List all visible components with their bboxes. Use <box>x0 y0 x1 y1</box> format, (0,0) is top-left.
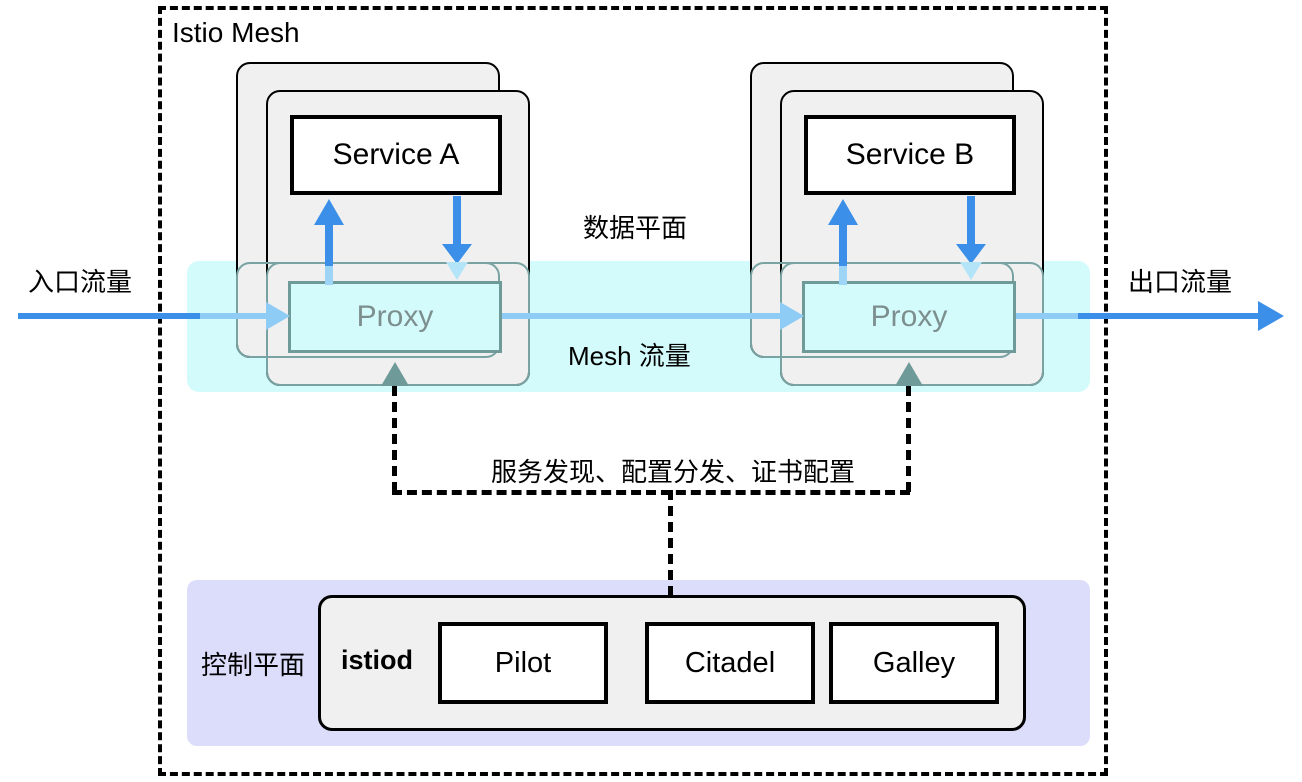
proxy-b-to-service-b-stem-faded <box>839 261 847 285</box>
controlplane-to-proxy-b-arrowhead <box>895 362 923 386</box>
service-a-to-proxy-a-stem <box>453 196 461 254</box>
service-a-to-proxy-a-arrowhead-faded <box>446 262 468 280</box>
proxy-a-to-service-a-stem-faded <box>325 261 333 285</box>
proxy-a-to-service-a-arrowhead <box>314 199 344 225</box>
proxy-b-to-service-b-arrowhead <box>828 199 858 225</box>
service-a-to-proxy-a-arrowhead <box>442 244 472 264</box>
proxy-a-to-proxy-b-arrowhead <box>780 302 804 330</box>
egress-arrowhead <box>1258 301 1284 331</box>
control-plane-label: 控制平面 <box>201 650 306 680</box>
control-plane-component-citadel[interactable]: Citadel <box>645 622 815 704</box>
service-b-box[interactable]: Service B <box>804 115 1016 195</box>
ingress-traffic-label: 入口流量 <box>28 267 133 297</box>
control-plane-component-pilot[interactable]: Pilot <box>438 622 608 704</box>
controlplane-to-proxy-a-arrowhead <box>381 362 409 386</box>
ingress-into-proxy-a-arrowhead <box>266 302 290 330</box>
controlplane-connector-stem <box>668 490 673 596</box>
controlplane-link-label: 服务发现、配置分发、证书配置 <box>487 452 860 489</box>
service-a-box[interactable]: Service A <box>290 115 502 195</box>
controlplane-connector-left <box>392 386 397 492</box>
ingress-into-proxy-a-line <box>200 313 276 319</box>
proxy-a-to-proxy-b-line <box>502 313 790 319</box>
service-b-to-proxy-b-arrowhead-faded <box>960 262 982 280</box>
controlplane-connector-horizontal <box>392 490 910 495</box>
proxy-a-to-service-a-stem <box>325 222 333 266</box>
proxy-a-box[interactable]: Proxy <box>288 281 502 353</box>
controlplane-connector-right <box>906 386 911 492</box>
data-plane-label: 数据平面 <box>583 213 688 243</box>
ingress-traffic-line <box>18 313 208 319</box>
proxy-b-to-service-b-stem <box>839 222 847 266</box>
service-b-to-proxy-b-arrowhead <box>956 244 986 264</box>
proxy-b-to-egress-line <box>1016 313 1078 319</box>
egress-traffic-label: 出口流量 <box>1128 267 1233 297</box>
mesh-traffic-label: Mesh 流量 <box>568 341 691 371</box>
istio-mesh-title: Istio Mesh <box>172 17 300 48</box>
service-b-to-proxy-b-stem <box>967 196 975 254</box>
control-plane-component-galley[interactable]: Galley <box>829 622 999 704</box>
proxy-b-box[interactable]: Proxy <box>802 281 1016 353</box>
egress-traffic-line <box>1070 313 1266 319</box>
istiod-label: istiod <box>341 645 413 675</box>
istio-mesh-boundary <box>158 6 1108 776</box>
